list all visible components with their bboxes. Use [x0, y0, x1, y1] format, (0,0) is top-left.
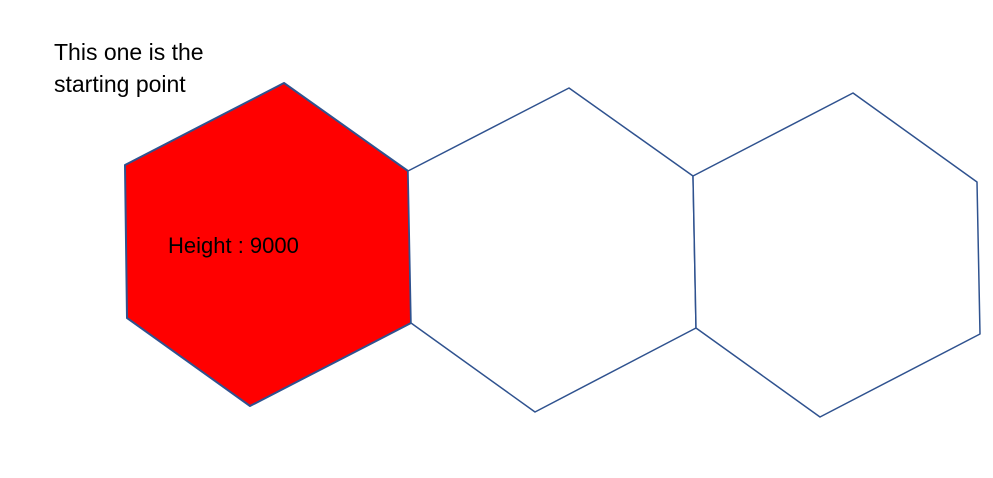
caption-line-2: starting point [54, 71, 186, 97]
hexagon-start-label: Height : 9000 [168, 233, 299, 258]
caption-line-1: This one is the [54, 39, 204, 65]
hexagon-start: Height : 9000 [124, 82, 412, 407]
hexagon-end [692, 92, 981, 418]
hexagon-end-shape [692, 92, 981, 418]
hexagon-middle [407, 87, 697, 413]
hexagon-middle-shape [407, 87, 697, 413]
starting-point-caption: This one is the starting point [54, 36, 274, 100]
